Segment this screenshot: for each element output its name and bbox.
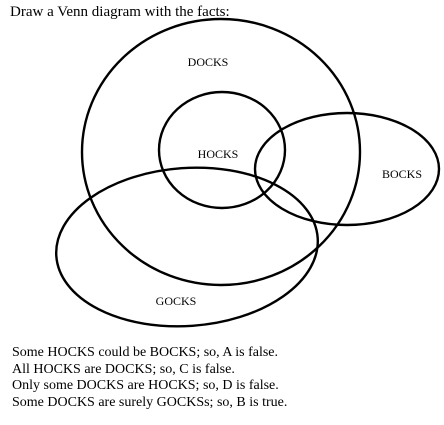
hocks-circle [157,90,287,210]
fact-line: Some DOCKS are surely GOCKSs; so, B is t… [12,394,288,410]
gocks-label: GOCKS [156,294,197,308]
docks-label: DOCKS [188,55,229,69]
bocks-label: BOCKS [382,167,422,181]
diagram-prompt: Draw a Venn diagram with the facts: [10,4,230,20]
gocks-ellipse [55,166,319,328]
docks-circle [80,17,362,287]
bocks-ellipse [253,111,441,227]
fact-line: Some HOCKS could be BOCKS; so, A is fals… [12,345,279,360]
fact-line: All HOCKS are DOCKS; so, C is false. [12,361,235,377]
facts-list: Some HOCKS could be BOCKS; so, A is fals… [12,345,287,411]
hocks-label: HOCKS [198,147,239,161]
fact-line: Only some DOCKS are HOCKS; so, D is fals… [12,378,279,393]
